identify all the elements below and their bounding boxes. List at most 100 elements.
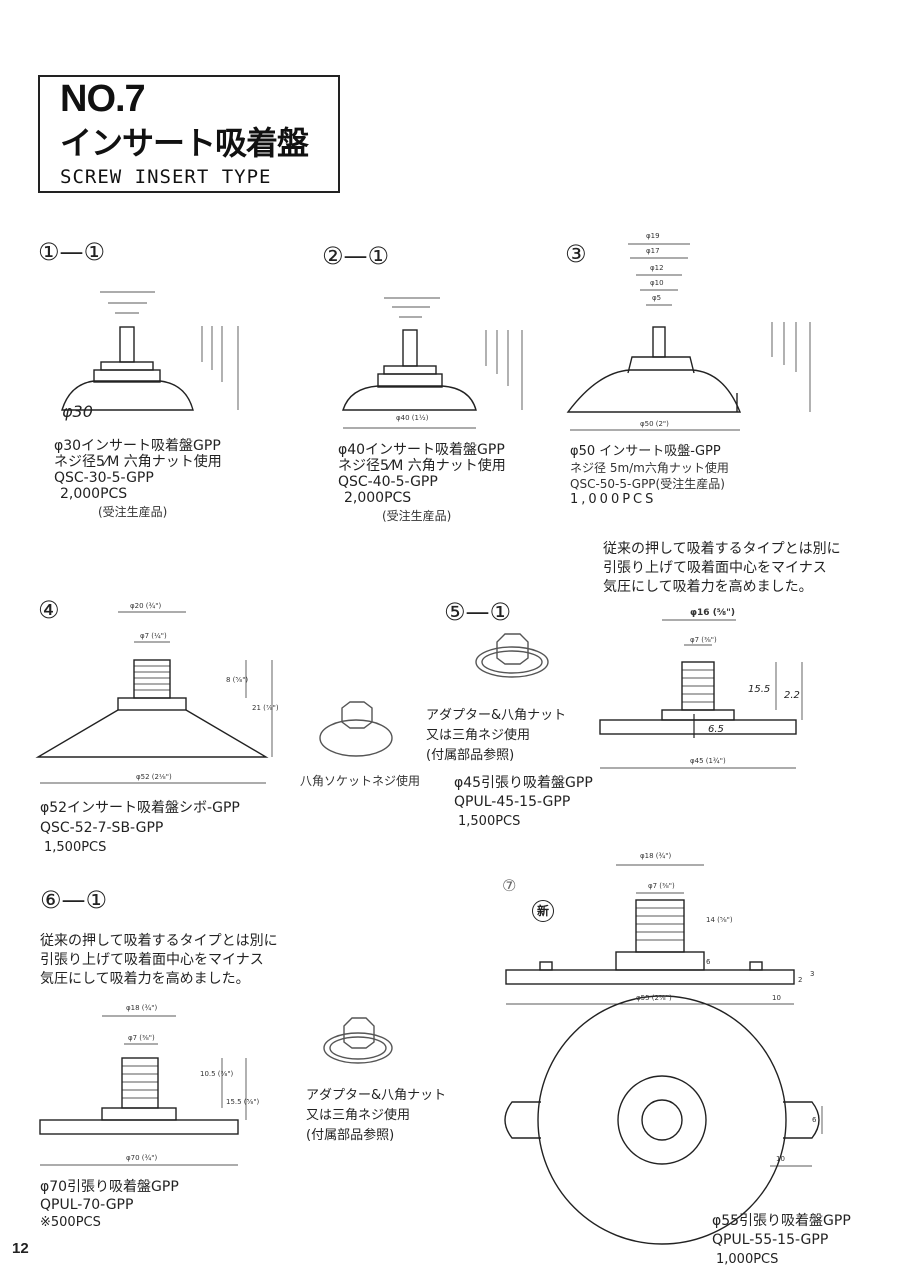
item-6-desc-2: 引張り上げて吸着面中心をマイナス [40,952,264,968]
item-6-feature-text: 従来の押して吸着するタイプとは別に 引張り上げて吸着面中心をマイナス 気圧にして… [40,932,278,989]
item-5-desc-1: 従来の押して吸着するタイプとは別に [603,541,841,557]
item-1-number: ①—① [38,238,106,266]
item-6-desc-3: 気圧にして吸着力を高めました。 [40,971,250,987]
item-5-code: QPUL-45-15-GPP [454,794,571,810]
catalog-number: NO.7 [60,78,146,120]
item-4-dim-screw: φ7 (¼") [140,632,167,640]
item-4-dim-h2: 21 (⅞") [252,704,279,712]
item-6-dim-top: φ18 (¾") [126,1004,158,1012]
item-1-handwritten-dim: φ30 [62,402,93,421]
item-3-dim-10: φ10 [650,279,664,287]
item-5-dim-bottom: φ45 (1¾") [690,757,726,765]
item-5-desc-3: 気圧にして吸着力を高めました。 [603,579,813,595]
item-2-screw: ネジ径5⁄M 六角ナット使用 [338,458,506,474]
page-number: 12 [12,1240,29,1257]
drawing-item-4 [35,611,273,784]
item-7-dim-h2: 6 [706,958,711,966]
item-4-qty: 1,500PCS [44,840,107,855]
adapter-nut-illustration-5 [475,633,549,678]
item-5-name: φ45引張り吸着盤GPP [454,775,593,791]
item-3-dim-bottom: φ50 (2") [640,420,669,428]
drawing-item-7-top [504,995,823,1245]
item-1-description: φ30インサート吸着盤GPP ネジ径5⁄M 六角ナット使用 QSC-30-5-G… [54,438,222,520]
item-5-description: φ45引張り吸着盤GPP QPUL-45-15-GPP 1,500PCS [454,774,593,831]
item-4-dim-bottom: φ52 (2⅛") [136,773,172,781]
item-4-dim-h1: 8 (⅝") [226,676,249,684]
title-box [38,75,340,193]
item-6-dim-bottom: φ70 (¾") [126,1154,158,1162]
adapter-nut-illustration-6 [323,1017,393,1064]
item-7-code: QPUL-55-15-GPP [712,1232,829,1248]
item-3-dim-12: φ12 [650,264,664,272]
socket-screw-label: 八角ソケットネジ使用 [300,774,421,788]
item-4-dim-top: φ20 (¾") [130,602,162,610]
item-6-description: φ70引張り吸着盤GPP QPUL-70-GPP ※500PCS [40,1178,179,1232]
item-3-qty: 1,000PCS [570,492,657,507]
item-5-dim-top: φ16 (⅝") [690,608,735,618]
item-4-description: φ52インサート吸着盤シボ-GPP QSC-52-7-SB-GPP 1,500P… [40,798,240,858]
item-5-number: ⑤—① [444,598,512,626]
item-5-hand-1: 15.5 [748,684,771,695]
item-4-name: φ52インサート吸着盤シボ-GPP [40,800,240,816]
item-6-code: QPUL-70-GPP [40,1197,134,1213]
item-5-adapter-2: 又は三角ネジ使用 [426,728,531,743]
item-2-number: ②—① [322,242,390,270]
item-3-dim-19: φ19 [646,232,660,240]
item-7-dim-screw: φ7 (⅜") [648,882,675,890]
item-3-description: φ50 インサート吸盤-GPP ネジ径 5m/m六角ナット使用 QSC-50-5… [570,444,729,508]
item-5-hand-3: 6.5 [708,724,724,735]
item-3-number: ③ [565,240,587,268]
item-7-dim-tab: 10 [772,994,781,1002]
item-6-adapter-note: アダプター&八角ナット 又は三角ネジ使用 (付属部品参照) [306,1086,446,1146]
item-4-code: QSC-52-7-SB-GPP [40,820,164,836]
item-6-adapter-2: 又は三角ネジ使用 [306,1108,411,1123]
item-5-adapter-3: (付属部品参照) [426,748,515,763]
item-6-adapter-1: アダプター&八角ナット [306,1088,447,1103]
item-4-number: ④ [38,596,60,624]
drawing-item-7-side [505,864,795,1005]
item-2-description: φ40インサート吸着盤GPP ネジ径5⁄M 六角ナット使用 QSC-40-5-G… [338,442,506,524]
item-5-adapter-1: アダプター&八角ナット [426,708,567,723]
socket-screw-illustration [319,701,393,757]
item-6-name: φ70引張り吸着盤GPP [40,1179,179,1195]
page-title: インサート吸着盤 [60,124,309,162]
item-1-code: QSC-30-5-GPP [54,470,154,486]
item-7-number: ⑦ [502,876,517,895]
item-2-qty: 2,000PCS [344,490,412,506]
item-1-note: (受注生産品) [98,505,168,519]
new-badge: 新 [532,900,554,922]
item-2-code: QSC-40-5-GPP [338,474,438,490]
item-7-dim-tab3: 6 [812,1116,817,1124]
item-6-dim-h1: 10.5 (⅜") [200,1070,234,1078]
item-5-desc-2: 引張り上げて吸着面中心をマイナス [603,560,827,576]
item-6-desc-1: 従来の押して吸着するタイプとは別に [40,933,278,949]
item-7-dim-side2: 2 [798,976,803,984]
drawing-item-5 [599,619,803,769]
drawing-item-2 [342,297,523,429]
item-3-name: φ50 インサート吸盤-GPP [570,444,721,459]
item-6-number: ⑥—① [40,886,108,914]
item-7-dim-top: φ18 (¾") [640,852,672,860]
item-3-dim-5: φ5 [652,294,662,302]
item-5-feature-text: 従来の押して吸着するタイプとは別に 引張り上げて吸着面中心をマイナス 気圧にして… [603,540,841,597]
item-1-screw: ネジ径5⁄M 六角ナット使用 [54,454,222,470]
drawing-item-3 [566,243,811,431]
item-5-adapter-note: アダプター&八角ナット 又は三角ネジ使用 (付属部品参照) [426,706,566,766]
item-6-dim-screw: φ7 (⅜") [128,1034,155,1042]
item-5-dim-screw: φ7 (⅜") [690,636,717,644]
item-7-name: φ55引張り吸着盤GPP [712,1213,851,1229]
page-subtitle: SCREW INSERT TYPE [60,166,272,188]
item-3-screw: ネジ径 5m/m六角ナット使用 [570,461,729,475]
item-7-dim-tab2: 10 [776,1155,785,1163]
item-7-qty: 1,000PCS [716,1252,779,1267]
item-7-dim-side: 3 [810,970,815,978]
item-6-adapter-3: (付属部品参照) [306,1128,395,1143]
item-6-qty: ※500PCS [40,1215,101,1230]
item-2-note: (受注生産品) [382,509,452,523]
item-1-qty: 2,000PCS [60,486,128,502]
item-5-hand-2: 2.2 [784,690,800,701]
item-5-qty: 1,500PCS [458,814,521,829]
item-7-description: φ55引張り吸着盤GPP QPUL-55-15-GPP 1,000PCS [712,1212,851,1269]
item-1-name: φ30インサート吸着盤GPP [54,438,221,454]
